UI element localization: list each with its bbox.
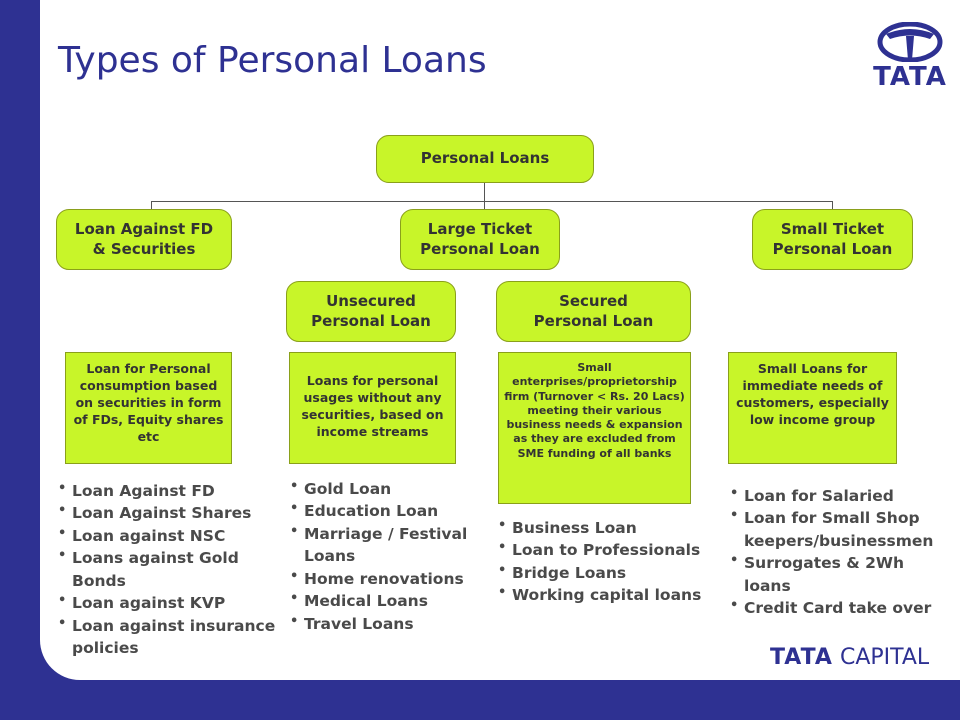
- node-label-line: Loan Against FD: [74, 220, 214, 238]
- list-item: Education Loan: [290, 500, 490, 522]
- list-item: Surrogates & 2Wh loans: [730, 552, 955, 597]
- desc-secured: Small enterprises/proprietorship firm (T…: [498, 352, 691, 504]
- slide: Types of Personal Loans TATA Personal Lo…: [40, 0, 960, 680]
- desc-small: Small Loans for immediate needs of custo…: [728, 352, 897, 464]
- node-label-line: Unsecured: [326, 292, 416, 310]
- list-item: Loan Against FD: [58, 480, 283, 502]
- node-label-line: Personal Loan: [533, 311, 654, 330]
- page-title: Types of Personal Loans: [58, 40, 487, 81]
- list-fd: Loan Against FD Loan Against Shares Loan…: [58, 480, 283, 660]
- node-label-line: Personal Loan: [311, 311, 431, 330]
- node-label-line: Secured: [559, 292, 628, 310]
- list-item: Loan to Professionals: [498, 539, 708, 561]
- tata-wordmark: TATA: [770, 645, 833, 670]
- connector: [484, 183, 485, 202]
- node-label-line: Personal Loan: [420, 239, 540, 258]
- desc-text: Loan for Personal consumption based on s…: [73, 361, 224, 444]
- list-item: Loans against Gold Bonds: [58, 547, 283, 592]
- list-item: Loan for Salaried: [730, 485, 955, 507]
- desc-text: Small enterprises/proprietorship firm (T…: [504, 361, 685, 460]
- list-item: Travel Loans: [290, 613, 490, 635]
- tata-logo: TATA: [872, 22, 948, 92]
- list-unsecured: Gold Loan Education Loan Marriage / Fest…: [290, 478, 490, 635]
- node-loan-against-fd: Loan Against FD& Securities: [56, 209, 232, 270]
- list-item: Business Loan: [498, 517, 708, 539]
- list-item: Gold Loan: [290, 478, 490, 500]
- list-item: Loan against insurance policies: [58, 615, 283, 660]
- node-label: Personal Loans: [420, 149, 550, 168]
- node-label-line: Large Ticket: [427, 220, 533, 238]
- node-label-line: & Securities: [92, 239, 196, 258]
- list-item: Loan Against Shares: [58, 502, 283, 524]
- list-item: Medical Loans: [290, 590, 490, 612]
- connector: [484, 201, 485, 209]
- tata-capital-logo: TATA CAPITAL: [770, 645, 929, 670]
- desc-text: Loans for personal usages without any se…: [301, 373, 444, 439]
- capital-wordmark: CAPITAL: [839, 645, 930, 670]
- connector: [151, 201, 833, 202]
- list-small: Loan for Salaried Loan for Small Shop ke…: [730, 485, 955, 620]
- connector: [151, 201, 152, 209]
- list-item: Credit Card take over: [730, 597, 955, 619]
- desc-unsecured: Loans for personal usages without any se…: [289, 352, 456, 464]
- node-label-line: Personal Loan: [772, 239, 893, 258]
- list-item: Marriage / Festival Loans: [290, 523, 490, 568]
- list-item: Loan for Small Shop keepers/businessmen: [730, 507, 955, 552]
- tata-wordmark: TATA: [873, 62, 947, 92]
- list-item: Loan against NSC: [58, 525, 283, 547]
- list-item: Home renovations: [290, 568, 490, 590]
- list-item: Loan against KVP: [58, 592, 283, 614]
- list-secured: Business Loan Loan to Professionals Brid…: [498, 517, 708, 607]
- desc-fd: Loan for Personal consumption based on s…: [65, 352, 232, 464]
- connector: [832, 201, 833, 209]
- desc-text: Small Loans for immediate needs of custo…: [736, 361, 889, 427]
- list-item: Bridge Loans: [498, 562, 708, 584]
- node-label-line: Small Ticket: [780, 220, 885, 238]
- tata-emblem-icon: [877, 22, 943, 62]
- node-personal-loans: Personal Loans: [376, 135, 594, 183]
- list-item: Working capital loans: [498, 584, 708, 606]
